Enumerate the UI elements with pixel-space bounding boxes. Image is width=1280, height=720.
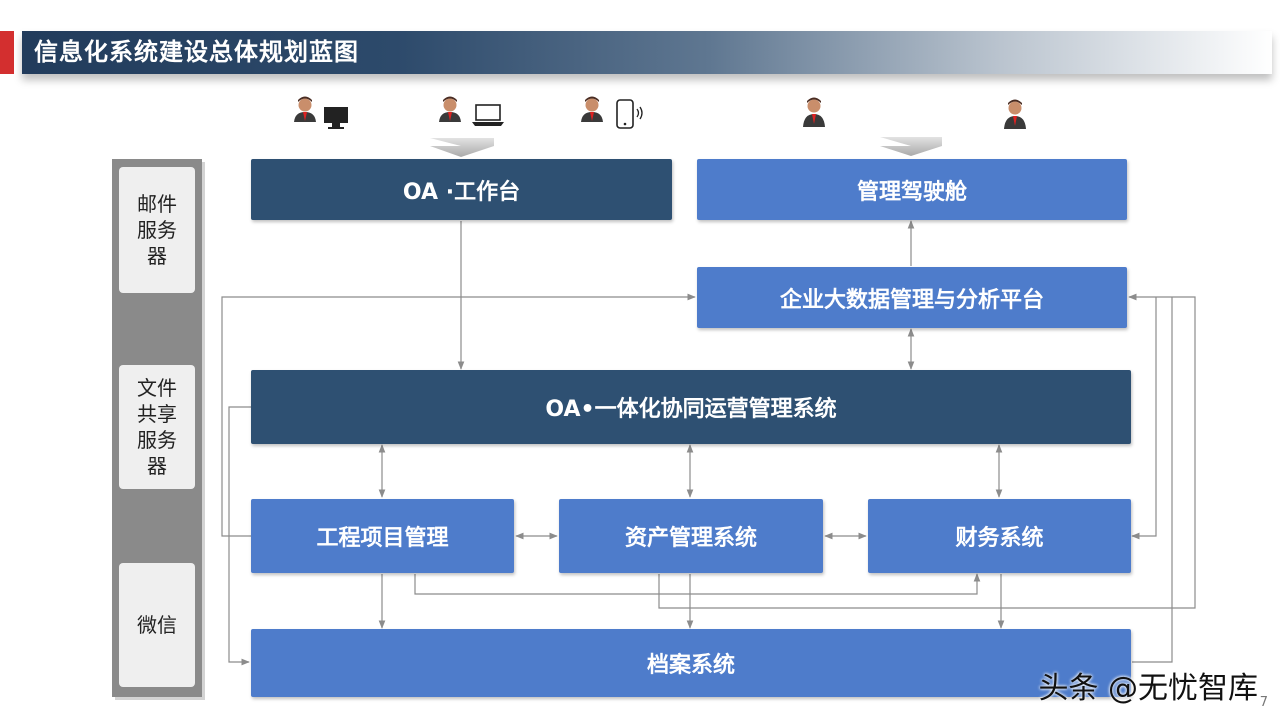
oa-workbench-box[interactable]: OA ·工作台 [251, 159, 672, 220]
cockpit-box[interactable]: 管理驾驶舱 [697, 159, 1127, 220]
oa-workbench-label: OA ·工作台 [402, 179, 521, 205]
bigdata-platform-label: 企业大数据管理与分析平台 [779, 287, 1044, 313]
page-title: 信息化系统建设总体规划蓝图 [34, 38, 359, 66]
connector-asset-bigdata [658, 293, 1196, 609]
connector-project-finance [414, 573, 981, 595]
manager-user-icon [1004, 99, 1026, 129]
input-arrow-left [430, 138, 494, 157]
laptop-user-icon [439, 96, 504, 126]
title-bar: 信息化系统建设总体规划蓝图 [22, 31, 1272, 74]
sidebar-item-file-server[interactable]: 文件共享服务器 [119, 365, 195, 489]
finance-system-label: 财务系统 [955, 526, 1044, 551]
sidebar-item-label: 邮件服务器 [137, 192, 177, 268]
oa-system-box[interactable]: OA•一体化协同运营管理系统 [251, 370, 1131, 444]
connector-oa-archive [228, 406, 251, 666]
asset-system-label: 资产管理系统 [624, 526, 757, 551]
mobile-user-icon [581, 96, 643, 129]
sidebar-item-label: 文件共享服务器 [137, 376, 177, 478]
sidebar-item-wechat[interactable]: 微信 [119, 563, 195, 687]
project-management-box[interactable]: 工程项目管理 [251, 499, 514, 573]
finance-system-box[interactable]: 财务系统 [868, 499, 1131, 573]
sidebar: 邮件服务器 文件共享服务器 微信 [112, 159, 202, 697]
desktop-user-icon [294, 96, 348, 129]
bigdata-platform-box[interactable]: 企业大数据管理与分析平台 [697, 267, 1127, 328]
cockpit-label: 管理驾驶舱 [856, 179, 967, 205]
asset-system-box[interactable]: 资产管理系统 [559, 499, 823, 573]
connector-project-bigdata [221, 293, 696, 537]
page-number: 7 [1259, 695, 1268, 710]
archive-system-box[interactable]: 档案系统 [251, 629, 1131, 697]
connector-finance-bigdata [1131, 297, 1157, 540]
archive-system-label: 档案系统 [646, 653, 735, 678]
sidebar-item-mail-server[interactable]: 邮件服务器 [119, 167, 195, 293]
connector-archive-bigdata [1132, 297, 1173, 663]
sidebar-item-label: 微信 [137, 613, 177, 637]
oa-system-label: OA•一体化协同运营管理系统 [545, 397, 837, 422]
input-arrow-right [880, 137, 942, 156]
watermark: 头条 @无忧智库 [1038, 671, 1258, 706]
manager-user-icon [803, 97, 825, 127]
project-management-label: 工程项目管理 [316, 526, 449, 551]
title-accent-bar [0, 31, 14, 74]
